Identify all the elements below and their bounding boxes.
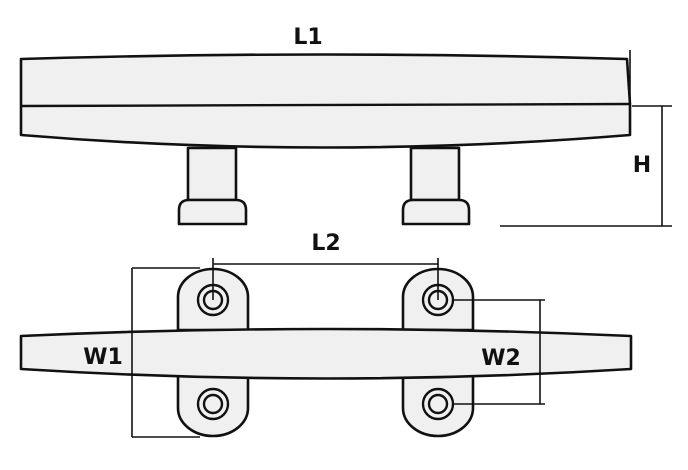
side-view-left-foot	[177, 146, 248, 226]
label-l1: L1	[293, 25, 322, 50]
dimension-l2	[212, 258, 439, 300]
label-l2: L2	[311, 231, 340, 256]
side-view-horn-body	[19, 53, 632, 149]
side-view-right-foot	[401, 146, 471, 226]
label-h: H	[633, 153, 651, 178]
dimension-w2	[453, 299, 545, 405]
top-view-left-bottom-lug	[176, 374, 250, 438]
label-w2: W2	[481, 346, 521, 371]
top-view-right-bottom-lug	[401, 374, 475, 438]
top-view-bolt-hole	[196, 387, 230, 421]
top-view-horn-bar	[19, 327, 633, 380]
label-w1: W1	[83, 345, 123, 370]
dimension-w1	[131, 267, 200, 438]
cleat-side-view	[19, 53, 632, 226]
side-view-horn-seam	[20, 102, 631, 108]
dimension-h	[500, 105, 672, 227]
